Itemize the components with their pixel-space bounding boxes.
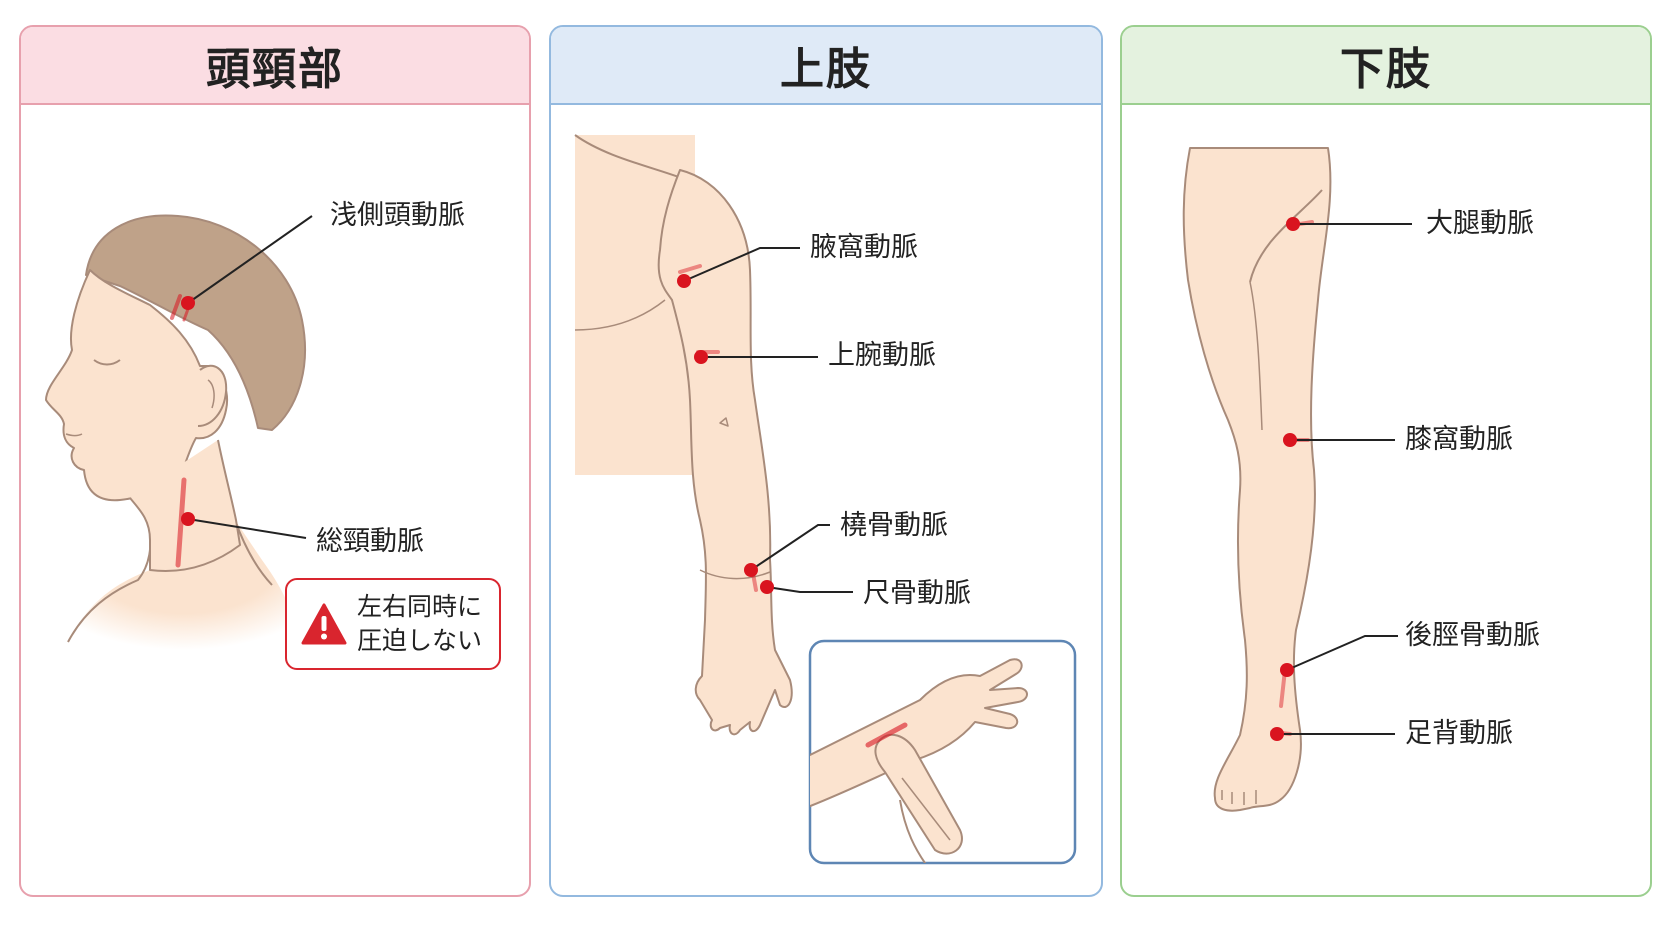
leader-line-ulnar [766, 586, 853, 593]
leg-illustration [1182, 147, 1332, 812]
warning-text: 左右同時に 圧迫しない [357, 590, 482, 658]
panel-title-head-neck: 頭頸部 [21, 27, 529, 105]
head-illustration [45, 214, 306, 650]
label-femoral-artery: 大腿動脈 [1426, 208, 1534, 239]
pulse-dot-posterior-tibial [1280, 663, 1294, 677]
label-popliteal-artery: 膝窩動脈 [1405, 424, 1513, 455]
warning-line-1: 左右同時に [357, 592, 483, 621]
warning-line-2: 圧迫しない [357, 626, 483, 655]
wrist-palpation-inset [808, 639, 1077, 865]
label-radial-artery: 橈骨動脈 [840, 510, 948, 541]
arm-illustration [574, 134, 793, 736]
label-dorsalis-pedis-artery: 足背動脈 [1405, 718, 1513, 749]
panel-title-lower-limb: 下肢 [1122, 27, 1650, 105]
pulse-dot-dorsalis-pedis [1270, 727, 1284, 741]
leader-line-superficial-temporal [187, 215, 313, 304]
label-ulnar-artery: 尺骨動脈 [863, 578, 971, 609]
pulse-dot-common-carotid [181, 512, 195, 526]
warning-triangle-icon [301, 603, 347, 645]
label-posterior-tibial-artery: 後脛骨動脈 [1405, 620, 1540, 651]
pulse-dot-radial [744, 563, 758, 577]
panel-title-upper-limb: 上肢 [551, 27, 1101, 105]
leader-line-axillary [683, 247, 800, 282]
label-axillary-artery: 腋窩動脈 [810, 232, 918, 263]
leader-line-common-carotid [187, 518, 307, 539]
label-superficial-temporal-artery: 浅側頭動脈 [330, 200, 465, 231]
pulse-dot-axillary [677, 274, 691, 288]
label-brachial-artery: 上腕動脈 [828, 340, 936, 371]
pulse-dot-brachial [694, 350, 708, 364]
pulse-dot-superficial-temporal [181, 296, 195, 310]
pulse-dot-femoral [1286, 217, 1300, 231]
leader-line-posterior-tibial [1286, 635, 1398, 671]
label-common-carotid-artery: 総頸動脈 [316, 526, 424, 557]
pulse-dot-popliteal [1283, 433, 1297, 447]
pulse-dot-ulnar [760, 580, 774, 594]
leader-line-radial [750, 524, 830, 571]
warning-box: 左右同時に 圧迫しない [285, 578, 501, 670]
